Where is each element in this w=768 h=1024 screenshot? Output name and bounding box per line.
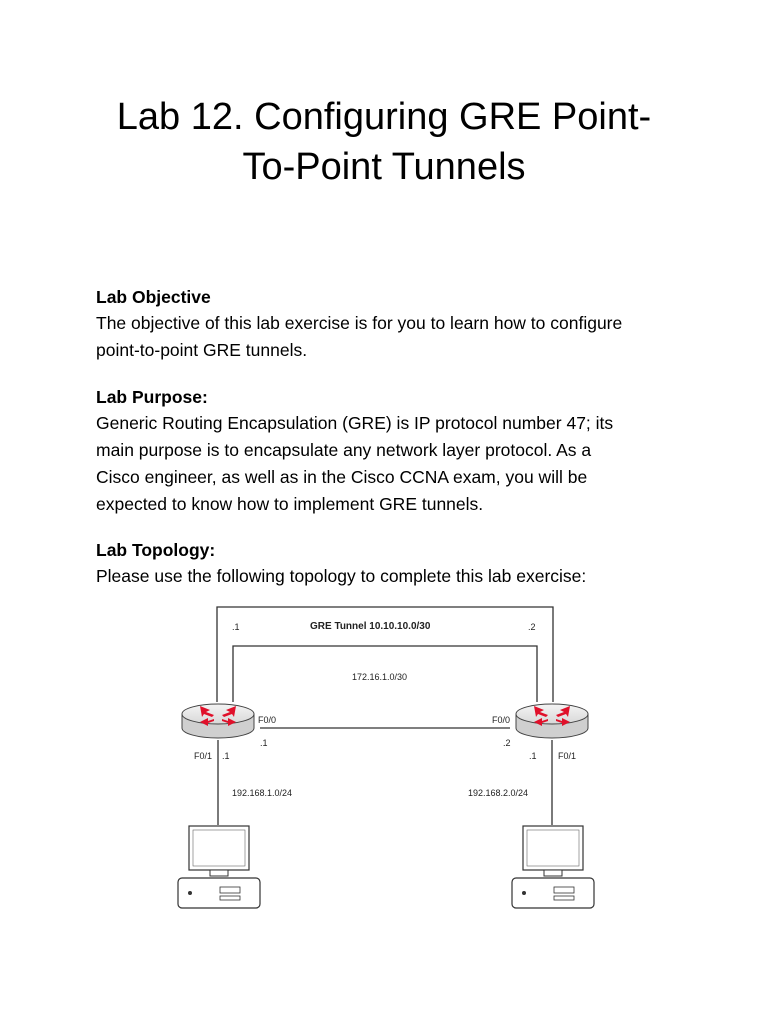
page-title: Lab 12. Configuring GRE Point- To-Point … — [60, 92, 708, 192]
pc-left-icon — [177, 825, 261, 909]
purpose-line-2: main purpose is to encapsulate any netwo… — [96, 440, 592, 460]
gre-tunnel-label: GRE Tunnel 10.10.10.0/30 — [310, 621, 431, 632]
lan-left-network-label: 192.168.1.0/24 — [232, 788, 292, 798]
gre-tunnel-outer-line — [216, 606, 554, 702]
lab-objective-heading: Lab Objective — [96, 287, 211, 307]
r1-wan-interface-label: F0/0 — [258, 715, 276, 725]
lab-objective-text: The objective of this lab exercise is fo… — [96, 310, 696, 364]
title-line-1: Lab 12. Configuring GRE Point- — [116, 96, 652, 138]
lab-topology-text: Please use the following topology to com… — [96, 566, 587, 586]
lab-purpose-text: Generic Routing Encapsulation (GRE) is I… — [96, 410, 696, 518]
lab-topology-section: Lab Topology: Please use the following t… — [96, 537, 696, 590]
r1-lan-interface-label: F0/1 — [194, 751, 212, 761]
lan-right-network-label: 192.168.2.0/24 — [468, 788, 528, 798]
network-topology-diagram: .1 GRE Tunnel 10.10.10.0/30 .2 172.16.1.… — [177, 606, 595, 909]
objective-line-1: The objective of this lab exercise is fo… — [96, 313, 623, 333]
r2-wan-interface-label: F0/0 — [492, 715, 510, 725]
tunnel-left-ip-label: .1 — [232, 622, 240, 632]
router-1-icon — [181, 703, 255, 739]
gre-tunnel-inner-line — [232, 645, 538, 702]
pc-right-icon — [511, 825, 595, 909]
r1-lan-ip-label: .1 — [222, 751, 230, 761]
title-line-2: To-Point Tunnels — [242, 146, 526, 188]
objective-line-2: point-to-point GRE tunnels. — [96, 340, 308, 360]
link-network-label: 172.16.1.0/30 — [352, 672, 407, 682]
tunnel-right-ip-label: .2 — [528, 622, 536, 632]
r2-wan-ip-label: .2 — [503, 738, 511, 748]
purpose-line-1: Generic Routing Encapsulation (GRE) is I… — [96, 413, 614, 433]
lab-purpose-heading: Lab Purpose: — [96, 387, 208, 407]
lab-topology-heading: Lab Topology: — [96, 540, 216, 560]
purpose-line-4: expected to know how to implement GRE tu… — [96, 494, 484, 514]
lab-objective-section: Lab Objective The objective of this lab … — [96, 284, 696, 364]
r2-lan-interface-label: F0/1 — [558, 751, 576, 761]
r1-wan-ip-label: .1 — [260, 738, 268, 748]
router-2-icon — [515, 703, 589, 739]
r2-lan-ip-label: .1 — [529, 751, 537, 761]
purpose-line-3: Cisco engineer, as well as in the Cisco … — [96, 467, 588, 487]
lab-purpose-section: Lab Purpose: Generic Routing Encapsulati… — [96, 384, 696, 518]
